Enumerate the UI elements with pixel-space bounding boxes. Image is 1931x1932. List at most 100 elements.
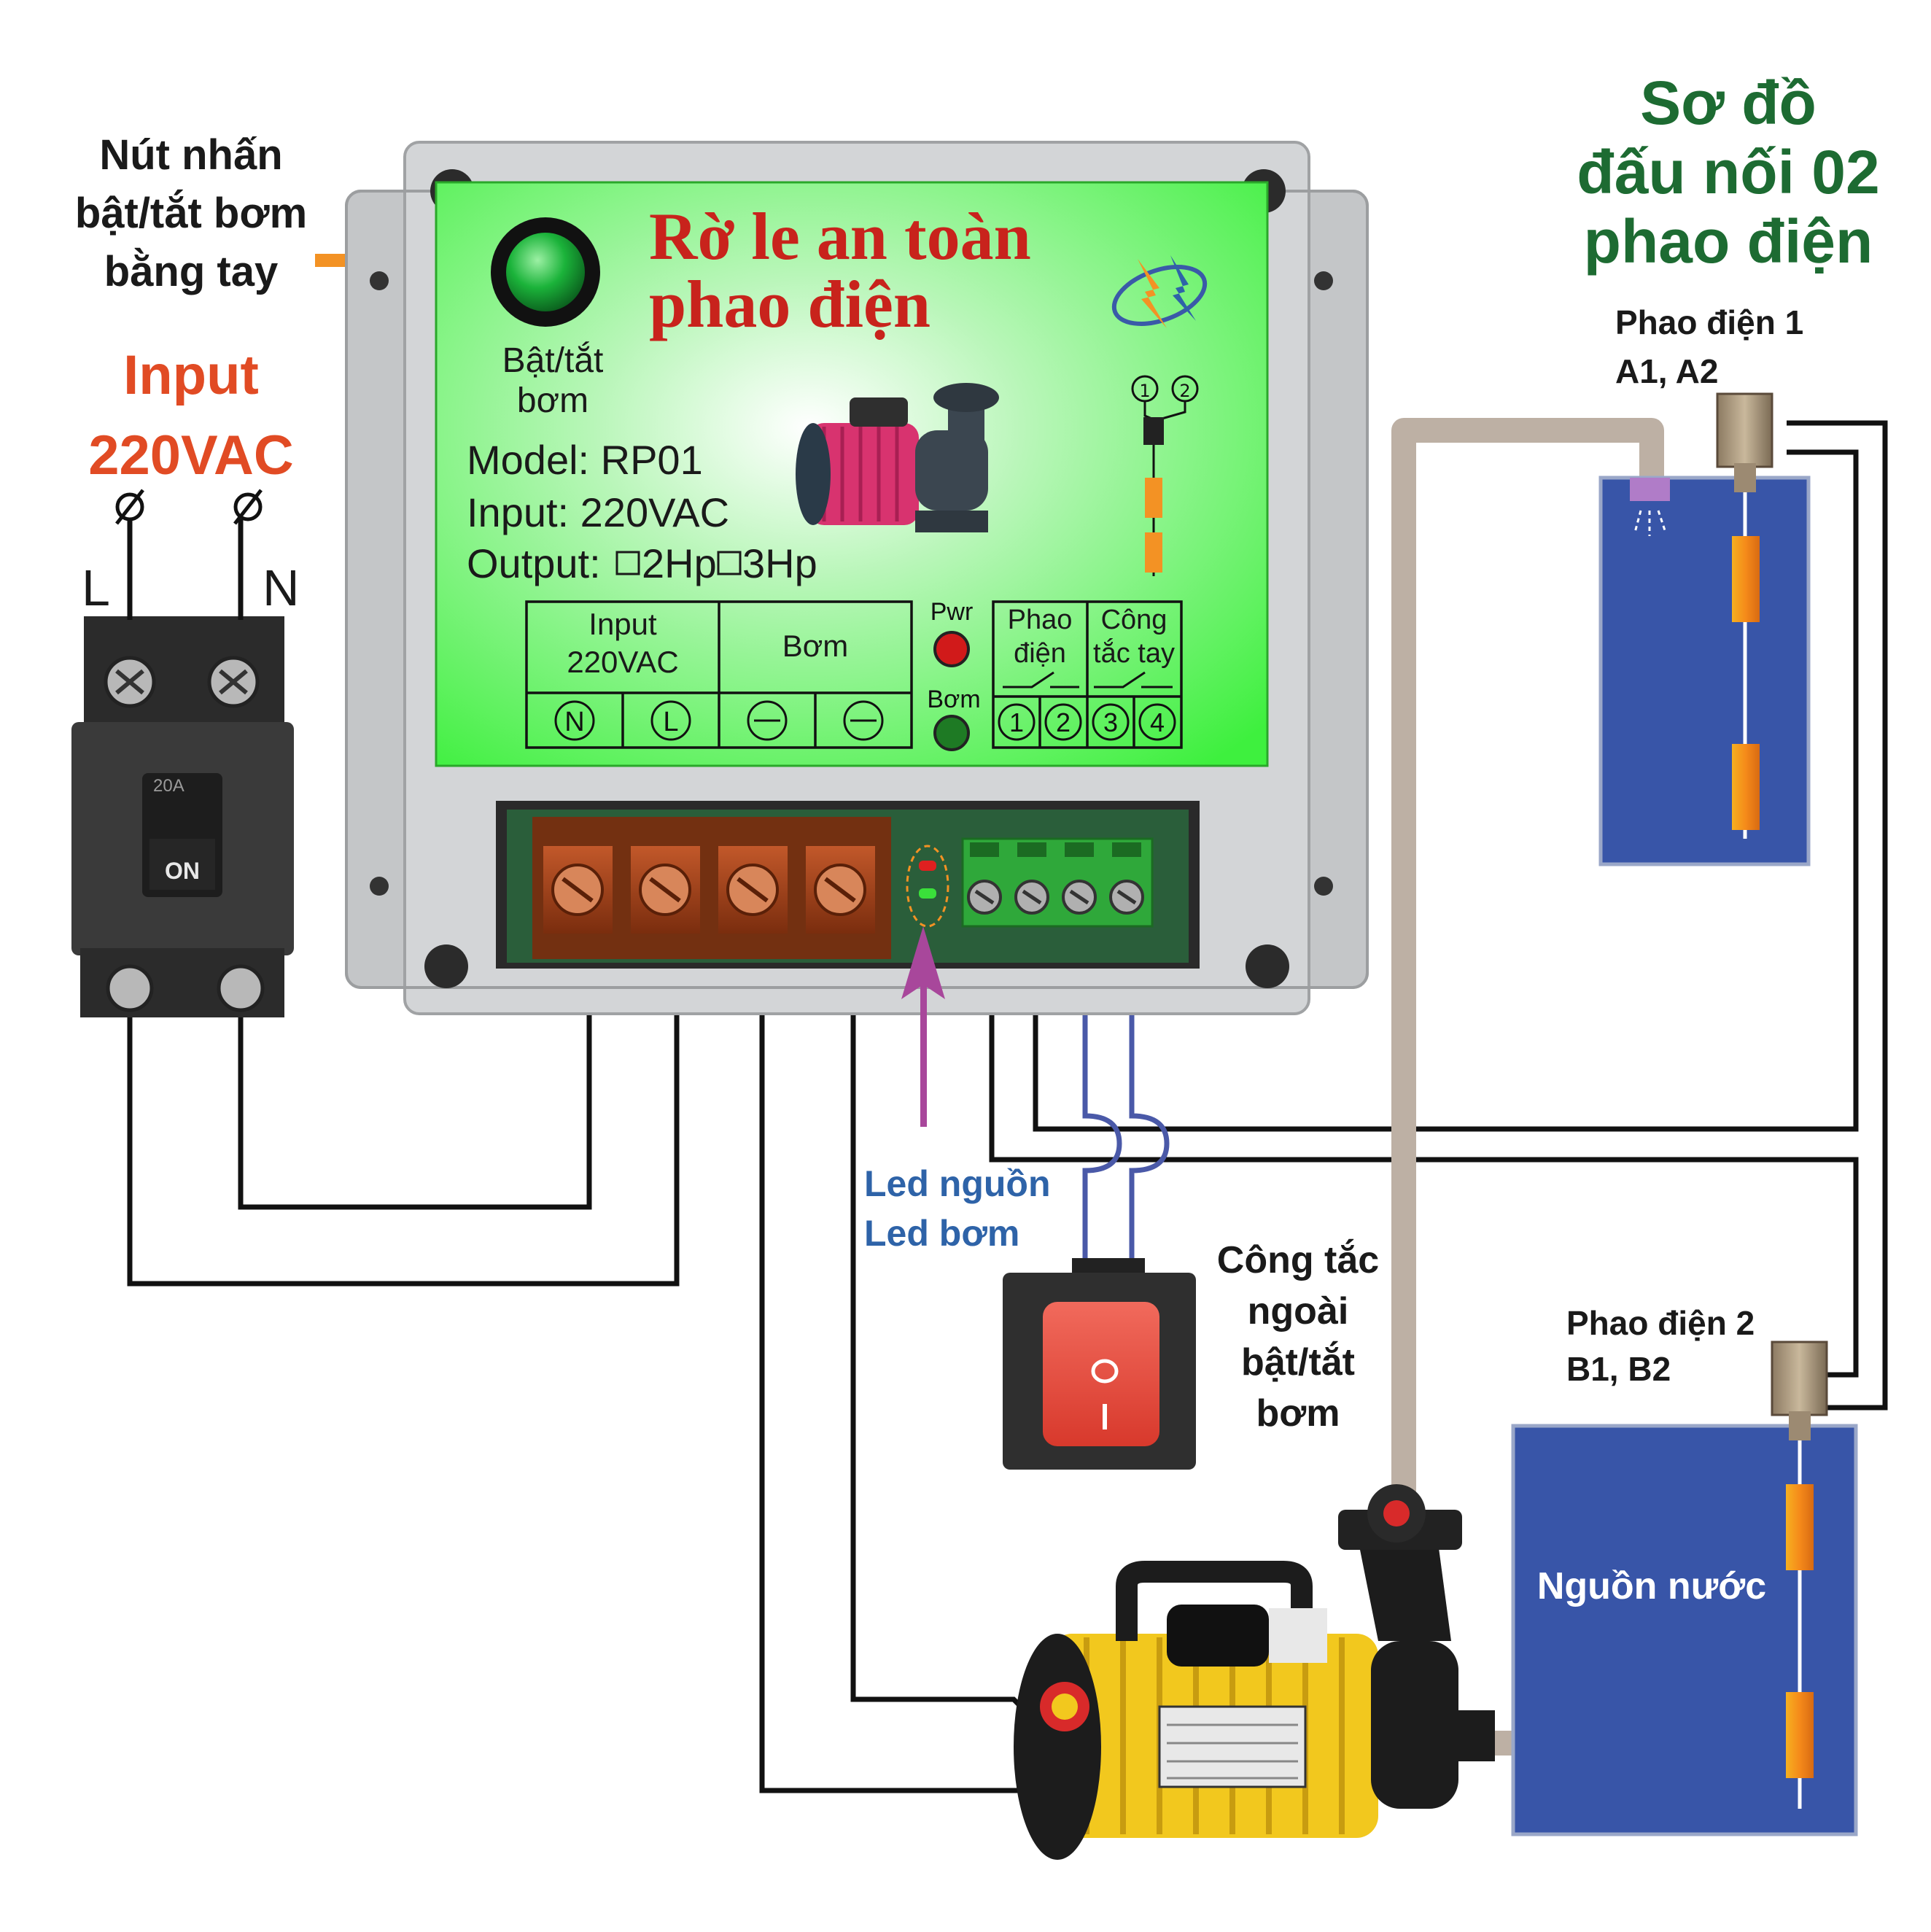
header-input-line-2: 220VAC <box>567 645 678 679</box>
switch-label-line-1: Công tắc <box>1217 1238 1379 1281</box>
marker-n: N <box>564 707 584 737</box>
header-input-line-1: Input <box>588 607 657 641</box>
terminal-number-3: 3 <box>1103 707 1118 737</box>
label-l: L <box>82 559 110 616</box>
switch-label-line-4: bơm <box>1256 1392 1340 1435</box>
device-specs: Model: RP01 Input: 220VAC Output: 2Hp 3H… <box>467 437 817 586</box>
switch-off-icon <box>1091 1359 1119 1384</box>
led-power-label: Pwr <box>930 598 974 626</box>
wire-switch-2 <box>1129 934 1170 1265</box>
device-title: Rờ le an toàn phao điện <box>649 199 1031 341</box>
mount-hole <box>1314 271 1333 290</box>
float-sensor-head <box>1771 1341 1828 1416</box>
wire-l-to-device <box>127 963 680 1287</box>
input-label-line-2: 220VAC <box>88 424 294 486</box>
pump-led-icon <box>933 715 970 751</box>
power-led-icon <box>933 631 970 667</box>
led-label: Led nguồn Led bơm <box>864 1163 1051 1254</box>
float-symbol-icon: 1 2 <box>1131 375 1199 576</box>
mount-hole <box>370 271 389 290</box>
float-symbol-2: 2 <box>1179 381 1190 401</box>
plug-terminal-icon <box>115 492 144 521</box>
breaker-leads <box>115 489 263 620</box>
terminal-headers: Input 220VAC Bơm Phao điện Công tắc tay <box>567 605 1175 679</box>
heading-line-1: Sơ đồ <box>1640 69 1817 137</box>
led-pump-label: Bơm <box>927 686 980 713</box>
water-pump-icon <box>1014 1484 1495 1860</box>
wire-switch-1 <box>1082 934 1122 1265</box>
signal-terminal-block <box>961 837 1154 928</box>
board-pump-led-icon <box>919 888 936 899</box>
led-label-line-1: Led nguồn <box>864 1163 1051 1204</box>
output-option-2: 3Hp <box>742 540 817 586</box>
heading-line-2: đấu nối 02 <box>1577 138 1879 206</box>
label-n: N <box>263 559 300 616</box>
heading: Sơ đồ đấu nối 02 phao điện <box>1577 69 1879 276</box>
led-label-line-2: Led bơm <box>864 1213 1019 1254</box>
input-label: Input 220VAC <box>88 344 294 486</box>
button-note-line-1: Nút nhấn <box>99 131 282 179</box>
header-float-line-1: Phao <box>1008 605 1073 635</box>
float-ball <box>1786 1484 1814 1570</box>
float1-label-line-2: A1, A2 <box>1615 352 1718 390</box>
output-checkbox <box>615 551 640 575</box>
mount-hole <box>1246 944 1289 988</box>
input-label-line-1: Input <box>123 344 259 406</box>
input-spec-text: Input: 220VAC <box>467 489 729 535</box>
header-float-line-2: điện <box>1014 638 1066 669</box>
wire-float-terminal-2 <box>1033 449 1859 1132</box>
wire-float-terminal-1 <box>989 934 1859 1378</box>
pump-illustration-icon <box>796 383 999 532</box>
brand-logo-icon <box>1111 255 1208 328</box>
pump-nameplate <box>1158 1705 1307 1788</box>
switch-wiring <box>1082 934 1170 1265</box>
float2-label-line-1: Phao điện 2 <box>1566 1304 1755 1342</box>
float-sensor-head <box>1716 392 1773 468</box>
device-title-line-1: Rờ le an toàn <box>649 199 1031 273</box>
tank-label: Nguồn nước <box>1537 1565 1766 1607</box>
panel-leds: Pwr Bơm <box>927 598 981 751</box>
output-option-1: 2Hp <box>642 540 717 586</box>
external-switch[interactable] <box>1003 1258 1196 1470</box>
button-note: Nút nhấn bật/tắt bơm bằng tay <box>75 131 307 295</box>
output-checkbox <box>717 551 742 575</box>
breaker-on-label: ON <box>165 858 200 884</box>
button-label: Bật/tắt bơm <box>502 341 604 420</box>
terminal-number-2: 2 <box>1056 707 1071 737</box>
mount-hole <box>424 944 468 988</box>
float-ball <box>1786 1692 1814 1778</box>
terminal-number-1: 1 <box>1009 707 1024 737</box>
push-button[interactable] <box>491 217 600 327</box>
wire-float-link <box>1787 420 1888 1411</box>
relay-device: Bật/tắt bơm Rờ le an toàn phao điện Mode… <box>345 141 1369 1015</box>
line-labels: L N <box>82 559 300 616</box>
led-arrow <box>901 926 945 1127</box>
output-spec-text: Output: <box>467 540 601 586</box>
mount-hole <box>370 877 389 896</box>
heading-line-3: phao điện <box>1584 207 1873 276</box>
float-ball <box>1732 744 1760 830</box>
terminal-markers: N L 1 2 3 4 <box>554 700 1176 741</box>
pipe-to-tank-1 <box>1391 418 1664 1532</box>
wire-n-to-device <box>238 963 592 1210</box>
terminal-number-4: 4 <box>1150 707 1165 737</box>
tank-1 <box>1598 392 1811 866</box>
water-spray-icon <box>1633 510 1667 536</box>
device-title-line-2: phao điện <box>649 267 930 341</box>
marker-l: L <box>663 707 678 737</box>
breaker-screw-icon <box>106 964 154 1012</box>
header-switch-line-2: tắc tay <box>1093 637 1175 669</box>
float1-label: Phao điện 1 A1, A2 <box>1615 303 1803 390</box>
mount-hole <box>1314 877 1333 896</box>
button-note-line-2: bật/tắt bơm <box>75 190 307 237</box>
board-leds <box>906 845 949 928</box>
button-label-line-2: bơm <box>517 381 588 420</box>
model-text: Model: RP01 <box>467 437 703 483</box>
switch-label-line-3: bật/tắt <box>1241 1341 1355 1384</box>
power-terminal-block <box>532 817 891 959</box>
breaker-screw-icon <box>217 964 265 1012</box>
button-note-line-3: bằng tay <box>104 248 279 295</box>
float1-label-line-1: Phao điện 1 <box>1615 303 1803 341</box>
switch-label-line-2: ngoài <box>1248 1290 1349 1332</box>
